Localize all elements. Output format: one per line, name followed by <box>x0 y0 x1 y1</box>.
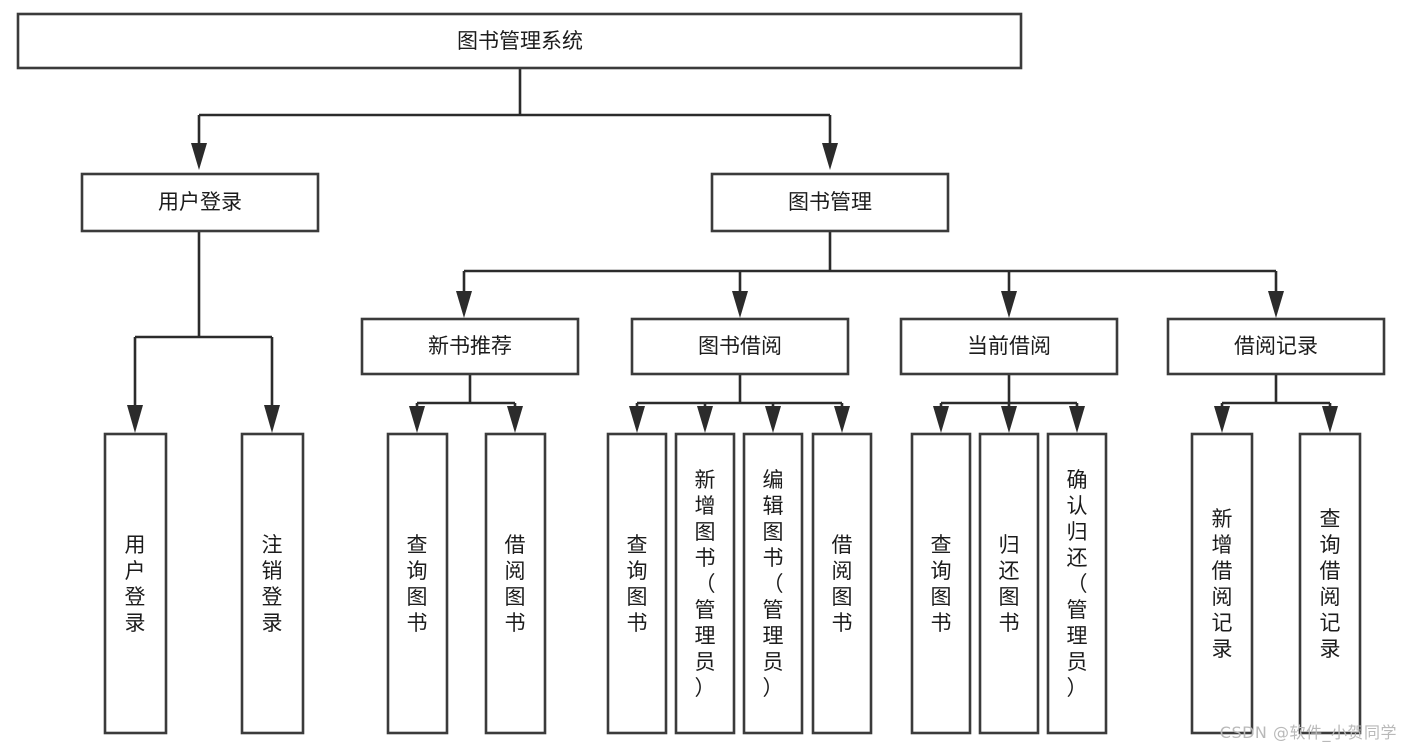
leaf-new-book-rec-0-label: 查询图书 <box>407 533 428 635</box>
leaf-node[interactable]: 借阅图书 <box>811 432 873 735</box>
arrowhead-leaf-current-borrow-1 <box>1001 406 1017 433</box>
leaf-new-book-rec-1-label: 借阅图书 <box>505 533 526 635</box>
node-current-borrow-label: 当前借阅 <box>967 334 1051 358</box>
leaf-book-borrow-0-box[interactable] <box>606 432 668 735</box>
node-user-login-box[interactable] <box>80 172 320 233</box>
node-new-book-rec-box[interactable] <box>360 317 580 376</box>
arrowhead-leaf-user-login-0 <box>127 405 143 433</box>
node-borrow-record-box[interactable] <box>1166 317 1386 376</box>
leaf-borrow-record-0-box[interactable] <box>1190 432 1254 735</box>
leaf-book-borrow-2-label: 编辑图书（管理员） <box>763 468 784 700</box>
arrowhead-user-login <box>191 143 207 170</box>
arrowhead-leaf-current-borrow-0 <box>933 406 949 433</box>
arrowhead-book-borrow <box>732 291 748 318</box>
leaf-user-login-1-label: 注销登录 <box>262 533 283 635</box>
arrowhead-borrow-record <box>1268 291 1284 318</box>
leaf-node[interactable]: 编辑图书（管理员） <box>742 432 804 735</box>
connector-group-book-borrow <box>629 374 850 433</box>
arrowhead-leaf-book-borrow-3 <box>834 406 850 433</box>
arrowhead-leaf-book-borrow-1 <box>697 406 713 433</box>
leaf-node[interactable]: 查询图书 <box>910 432 972 735</box>
leaf-new-book-rec-0-box[interactable] <box>386 432 449 735</box>
node-user-login-label: 用户登录 <box>158 190 242 214</box>
leaf-user-login-1-box[interactable] <box>240 432 305 735</box>
leaf-node[interactable]: 注销登录 <box>240 432 305 735</box>
node-new-book-rec[interactable]: 新书推荐 <box>360 317 580 376</box>
node-book-borrow-box[interactable] <box>630 317 850 376</box>
node-book-manage-box[interactable] <box>710 172 950 233</box>
leaf-user-login-0-label: 用户登录 <box>125 533 146 635</box>
connector-group-user-login <box>127 232 280 433</box>
leaf-borrow-record-1-box[interactable] <box>1298 432 1362 735</box>
arrowhead-leaf-book-borrow-2 <box>765 406 781 433</box>
node-new-book-rec-label: 新书推荐 <box>428 334 512 358</box>
arrowhead-leaf-borrow-record-0 <box>1214 406 1230 433</box>
leaf-new-book-rec-1-box[interactable] <box>484 432 547 735</box>
node-book-manage[interactable]: 图书管理 <box>710 172 950 233</box>
node-root-label: 图书管理系统 <box>457 29 583 53</box>
arrowhead-new-book-rec <box>456 291 472 318</box>
leaf-current-borrow-0-box[interactable] <box>910 432 972 735</box>
leaf-book-borrow-2-box[interactable] <box>742 432 804 735</box>
leaf-user-login-0-box[interactable] <box>103 432 168 735</box>
leaf-current-borrow-2-box[interactable] <box>1046 432 1108 735</box>
connector-group-book-manage <box>456 232 1284 318</box>
leaf-node[interactable]: 查询图书 <box>386 432 449 735</box>
connector-group-borrow-record <box>1214 374 1338 433</box>
node-borrow-record[interactable]: 借阅记录 <box>1166 317 1386 376</box>
node-book-borrow[interactable]: 图书借阅 <box>630 317 850 376</box>
arrowhead-leaf-new-book-rec-1 <box>507 406 523 433</box>
leaf-book-borrow-1-box[interactable] <box>674 432 736 735</box>
leaf-book-borrow-0-label: 查询图书 <box>627 533 648 635</box>
leaf-node[interactable]: 用户登录 <box>103 432 168 735</box>
leaf-current-borrow-1-label: 归还图书 <box>999 533 1020 635</box>
leaf-node[interactable]: 确认归还（管理员） <box>1046 432 1108 735</box>
leaf-node[interactable]: 归还图书 <box>978 432 1040 735</box>
leaf-borrow-record-0-label: 新增借阅记录 <box>1212 507 1233 661</box>
node-root[interactable]: 图书管理系统 <box>16 12 1023 70</box>
leaf-node[interactable]: 查询图书 <box>606 432 668 735</box>
leaf-current-borrow-1-box[interactable] <box>978 432 1040 735</box>
csdn-watermark: CSDN @软件_小贺同学 <box>1219 723 1397 742</box>
node-book-manage-label: 图书管理 <box>788 190 872 214</box>
node-current-borrow[interactable]: 当前借阅 <box>899 317 1119 376</box>
leaf-borrow-record-1-label: 查询借阅记录 <box>1320 507 1341 661</box>
leaf-book-borrow-1-label: 新增图书（管理员） <box>695 468 716 700</box>
node-current-borrow-box[interactable] <box>899 317 1119 376</box>
arrowhead-leaf-user-login-1 <box>264 405 280 433</box>
arrowhead-leaf-new-book-rec-0 <box>409 406 425 433</box>
connector-group-root <box>191 68 838 170</box>
node-user-login[interactable]: 用户登录 <box>80 172 320 233</box>
node-borrow-record-label: 借阅记录 <box>1234 334 1318 358</box>
leaf-node[interactable]: 借阅图书 <box>484 432 547 735</box>
arrowhead-leaf-book-borrow-0 <box>629 406 645 433</box>
connector-group-new-book-rec <box>409 374 523 433</box>
arrowhead-current-borrow <box>1001 291 1017 318</box>
leaf-node[interactable]: 新增图书（管理员） <box>674 432 736 735</box>
leaf-book-borrow-3-box[interactable] <box>811 432 873 735</box>
leaf-node[interactable]: 新增借阅记录 <box>1190 432 1254 735</box>
arrowhead-leaf-current-borrow-2 <box>1069 406 1085 433</box>
arrowhead-book-manage <box>822 143 838 170</box>
node-root-box[interactable] <box>16 12 1023 70</box>
leaf-node[interactable]: 查询借阅记录 <box>1298 432 1362 735</box>
leaf-current-borrow-2-label: 确认归还（管理员） <box>1067 468 1088 700</box>
leaf-current-borrow-0-label: 查询图书 <box>931 533 952 635</box>
connector-group-current-borrow <box>933 374 1085 433</box>
node-book-borrow-label: 图书借阅 <box>698 334 782 358</box>
arrowhead-leaf-borrow-record-1 <box>1322 406 1338 433</box>
leaf-book-borrow-3-label: 借阅图书 <box>832 533 853 635</box>
